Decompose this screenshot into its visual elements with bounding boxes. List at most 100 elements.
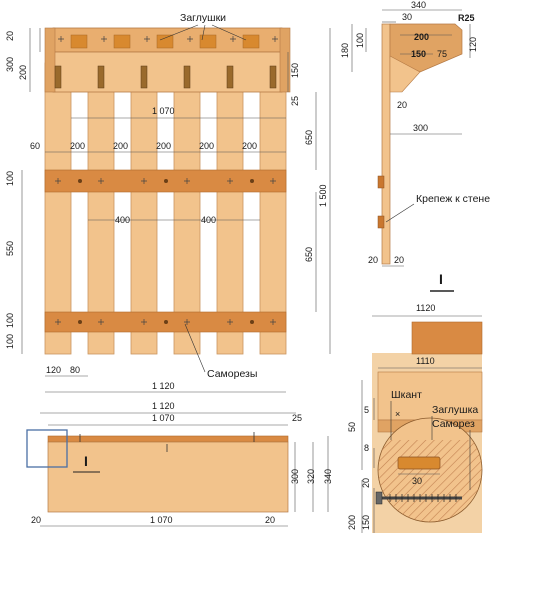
side-dim-180: 180 [340, 43, 350, 58]
wall-fastener-dots [78, 179, 254, 324]
side-dim-120: 120 [468, 37, 478, 52]
shelf-plugs [70, 34, 260, 49]
slat-1 [44, 62, 72, 355]
detail-dim-8: 8 [364, 443, 369, 453]
plugs-leaders [159, 24, 247, 41]
section-marker: I [430, 271, 454, 292]
dim-1120: 1 120 [152, 381, 175, 391]
top-dim-25: 25 [292, 413, 302, 423]
dim-200-e: 200 [242, 141, 257, 151]
dim-400-b: 400 [201, 215, 216, 225]
dim-150: 150 [290, 63, 300, 78]
dim-400-a: 400 [115, 215, 130, 225]
detail-hatch-area [378, 440, 482, 522]
detail-dim-1120: 1120 [416, 303, 435, 313]
shelf-bracket-left [44, 27, 56, 93]
dim-100-top: 100 [5, 171, 15, 186]
side-dim-20-a: 20 [368, 255, 378, 265]
side-dim-200: 200 [414, 32, 429, 42]
slat-3 [130, 62, 158, 355]
fastener-leader [385, 203, 415, 223]
dim-1070: 1 070 [152, 106, 175, 116]
side-dim-100: 100 [355, 33, 365, 48]
detail-dim-150: 150 [361, 515, 371, 530]
detail-wall-block [411, 321, 483, 355]
dim-200-a: 200 [70, 141, 85, 151]
top-dim-lines [40, 412, 329, 527]
dim-200: 200 [18, 65, 28, 80]
top-dim-300: 300 [290, 469, 300, 484]
side-post [381, 23, 391, 265]
dim-200-d: 200 [199, 141, 214, 151]
side-fastener-bottom [377, 215, 385, 229]
dim-120: 120 [46, 365, 61, 375]
side-dim-20-b: 20 [394, 255, 404, 265]
detail-highlight-box[interactable] [26, 429, 68, 468]
side-dim-30: 30 [402, 12, 412, 22]
side-dim-lines [351, 9, 471, 267]
screws-label: Саморезы [207, 368, 257, 380]
side-dim-340: 340 [411, 0, 426, 10]
side-dim-150: 150 [411, 49, 426, 59]
top-marker: I [84, 453, 88, 469]
dim-200-b: 200 [113, 141, 128, 151]
fastener-label: Крепеж к стене [416, 193, 490, 205]
shelf-front-board-lower [52, 51, 283, 93]
side-fastener-top [377, 175, 385, 189]
slat-5 [216, 62, 244, 355]
dim-60: 60 [30, 141, 40, 151]
dim-80: 80 [70, 365, 80, 375]
top-dim-20-right: 20 [265, 515, 275, 525]
top-dim-1120: 1 120 [152, 401, 175, 411]
front-dim-lines [21, 28, 331, 393]
detail-dim-20: 20 [361, 478, 371, 488]
dim-25: 25 [290, 96, 300, 106]
screws-leader [184, 323, 206, 373]
top-dim-320: 320 [306, 469, 316, 484]
detail-screw[interactable] [375, 491, 462, 505]
dim-1500: 1 500 [318, 184, 328, 207]
top-view-front-edge [47, 435, 289, 443]
detail-x-mark: × [395, 409, 400, 419]
dim-650-low: 650 [304, 247, 314, 262]
detail-dim-30: 30 [412, 476, 422, 486]
top-view-hooks [79, 432, 255, 452]
fastener-label-text: Крепеж к стене [416, 193, 490, 205]
dim-100-bot: 100 [5, 334, 15, 349]
dim-100-low: 100 [5, 313, 15, 328]
detail-dim-1110: 1110 [416, 356, 435, 366]
hooks [54, 65, 277, 89]
side-view: 340 30 R25 180 100 200 150 75 120 20 300… [340, 0, 490, 267]
detail-dim-200: 200 [347, 515, 357, 530]
dim-550: 550 [5, 241, 15, 256]
side-dim-300: 300 [413, 123, 428, 133]
side-dim-r25: R25 [458, 13, 475, 23]
detail-label-screw: Саморез [432, 418, 475, 430]
front-view: Заглушки Саморезы 20 300 200 150 25 1 07… [5, 12, 331, 393]
side-dim-20: 20 [397, 100, 407, 110]
top-view-board [47, 441, 289, 513]
detail-dowel[interactable] [397, 456, 441, 470]
slat-4 [173, 62, 201, 355]
detail-view: × 1120 1110 50 5 8 30 20 200 150 Шкант З… [347, 303, 483, 533]
top-dim-340: 340 [323, 469, 333, 484]
slat-6 [259, 62, 287, 355]
top-dim-1070: 1 070 [152, 413, 175, 423]
section-marker-label: I [439, 271, 443, 287]
detail-label-plug: Заглушка [432, 404, 478, 416]
screw-marks [55, 36, 278, 325]
dim-650-top: 650 [304, 130, 314, 145]
top-dim-20-left: 20 [31, 515, 41, 525]
dim-top-20: 20 [5, 31, 15, 41]
detail-dim-lines [361, 315, 482, 533]
dim-300: 300 [5, 57, 15, 72]
detail-dim-5: 5 [364, 405, 369, 415]
detail-leaders [390, 401, 471, 490]
dim-200-c: 200 [156, 141, 171, 151]
detail-label-dowel: Шкант [391, 389, 422, 401]
side-dim-75: 75 [437, 49, 447, 59]
side-bracket [389, 55, 421, 93]
detail-front-board [377, 371, 483, 421]
